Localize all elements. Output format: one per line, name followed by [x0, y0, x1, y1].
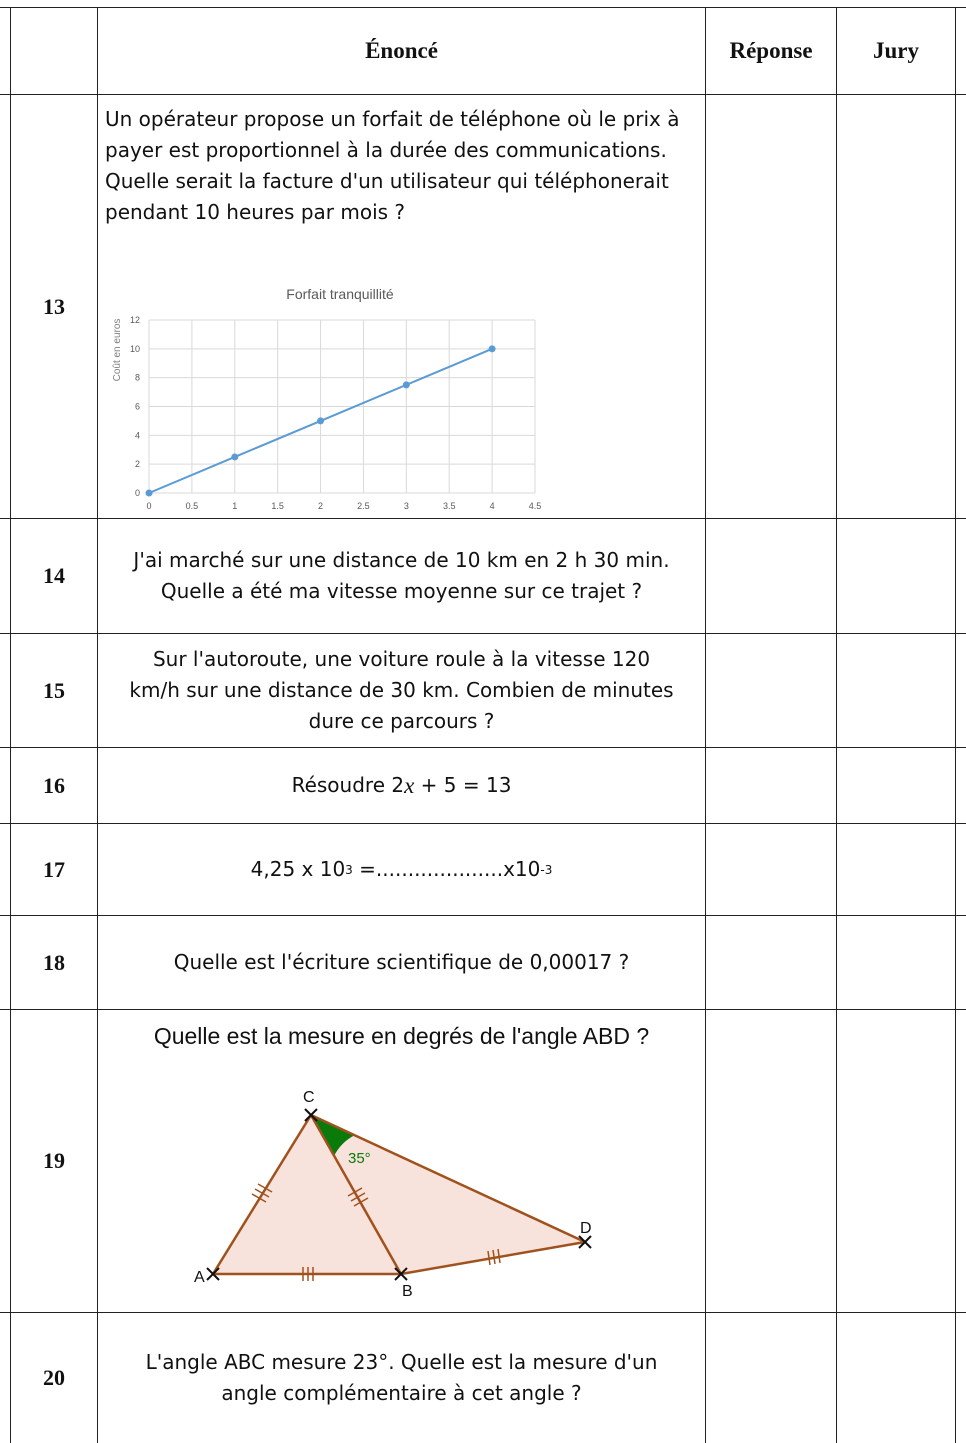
chart-y-tick-label: 8 [135, 373, 140, 383]
segment-cd [310, 1113, 586, 1244]
question-number-19: 19 [43, 1148, 65, 1173]
question-16-prefix: Résoudre 2 [291, 773, 405, 797]
vertex-label-b: B [402, 1283, 413, 1300]
chart-y-tick-label: 10 [130, 344, 140, 354]
chart-x-tick-label: 1.5 [271, 501, 284, 511]
col-divider [97, 7, 98, 1443]
triangle-edges [211, 1113, 586, 1276]
question-number-17: 17 [43, 856, 65, 882]
chart-y-tick-label: 0 [135, 488, 140, 498]
header-statement: Énoncé [365, 38, 438, 63]
row-divider [0, 518, 966, 519]
row-divider [0, 823, 966, 824]
question-15-text: Sur l'autoroute, une voiture roule à la … [98, 634, 705, 747]
row-divider [0, 94, 966, 95]
question-14-line-1: J'ai marché sur une distance de 10 km en… [133, 548, 670, 572]
chart-data-point [231, 453, 239, 461]
question-16-variable: x [404, 773, 415, 798]
vertex-label-c: C [303, 1089, 315, 1106]
triangle-area [213, 1115, 585, 1274]
row-divider [0, 747, 966, 748]
triangle-figure: A B C D 35° [98, 1070, 705, 1310]
question-18-text: Quelle est l'écriture scientifique de 0,… [173, 950, 630, 974]
question-number-13: 13 [43, 293, 65, 319]
col-divider [836, 7, 837, 1443]
question-number-20: 20 [43, 1365, 65, 1390]
chart-data-point [488, 345, 496, 353]
chart-x-tick-label: 1 [232, 501, 237, 511]
chart-title: Forfait tranquillité [286, 286, 394, 302]
segment-bd [400, 1240, 586, 1276]
table-border-top [0, 7, 966, 8]
chart-data-point [317, 417, 325, 425]
chart-data-point [402, 381, 410, 389]
question-17-blank: =....................x10 [352, 857, 541, 881]
chart-x-tick-label: 2.5 [357, 501, 370, 511]
col-divider [955, 7, 956, 1443]
question-14-text: J'ai marché sur une distance de 10 km en… [98, 519, 705, 633]
question-number-18: 18 [43, 949, 65, 975]
chart-grid [148, 319, 536, 494]
chart-ticks: 0 2 4 6 8 10 12 0 0.5 1 1.5 2 2.5 3 3.5 4 4.5 [130, 315, 541, 511]
row-divider [0, 633, 966, 634]
question-14-line-2: Quelle a été ma vitesse moyenne sur ce t… [160, 579, 643, 603]
vertex-label-a: A [194, 1269, 205, 1286]
chart-x-tick-label: 3 [404, 501, 409, 511]
chart-data-point [145, 489, 153, 497]
angle-label: 35° [348, 1150, 371, 1167]
question-17-base: 4,25 x 10 [250, 857, 346, 881]
chart-series [145, 345, 496, 497]
geometry-diagram: A B C D 35° [194, 1089, 592, 1300]
chart-x-tick-label: 0.5 [186, 501, 199, 511]
question-number-14: 14 [43, 563, 65, 588]
segment-cb [309, 1114, 403, 1275]
chart-y-axis-label: Coût en euros [112, 319, 123, 382]
question-13-text: Un opérateur propose un forfait de télép… [105, 107, 680, 224]
question-20-line-1: L'angle ABC mesure 23°. Quelle est la me… [145, 1350, 658, 1374]
col-divider [705, 7, 706, 1443]
row-divider [0, 1312, 966, 1313]
col-divider [10, 7, 11, 1443]
header-answer: Réponse [729, 38, 813, 63]
question-20-line-2: angle complémentaire à cet angle ? [221, 1381, 582, 1405]
header-jury: Jury [873, 38, 919, 63]
vertex-cross-marks [206, 1108, 592, 1281]
chart-x-tick-label: 4 [490, 501, 495, 511]
chart-y-tick-label: 4 [135, 430, 140, 440]
row-divider [0, 915, 966, 916]
equal-length-ticks [251, 1183, 501, 1281]
question-19-text: Quelle est la mesure en degrés de l'angl… [153, 1022, 650, 1049]
chart-x-tick-label: 2 [318, 501, 323, 511]
chart-cost-vs-duration: Forfait tranquillité Coût en euros 0 2 4 6 8… [100, 280, 560, 515]
angle-35-marker [311, 1115, 355, 1156]
question-number-15: 15 [43, 677, 65, 703]
question-15-line-2: km/h sur une distance de 30 km. Combien … [129, 678, 674, 702]
line-chart: Forfait tranquillité Coût en euros 0 2 4 6 8… [112, 286, 541, 511]
question-16-suffix: + 5 = 13 [414, 773, 512, 797]
segment-ac [211, 1114, 313, 1275]
question-number-16: 16 [43, 772, 65, 798]
chart-y-tick-label: 12 [130, 315, 140, 325]
chart-y-tick-label: 2 [135, 459, 140, 469]
question-15-line-1: Sur l'autoroute, une voiture roule à la … [152, 647, 651, 671]
chart-x-tick-label: 4.5 [529, 501, 542, 511]
vertex-label-d: D [580, 1220, 592, 1237]
chart-x-tick-label: 0 [146, 501, 151, 511]
chart-x-tick-label: 3.5 [443, 501, 456, 511]
question-15-line-3: dure ce parcours ? [308, 709, 495, 733]
row-divider [0, 1009, 966, 1010]
chart-y-tick-label: 6 [135, 402, 140, 412]
question-20-text: L'angle ABC mesure 23°. Quelle est la me… [98, 1313, 705, 1443]
